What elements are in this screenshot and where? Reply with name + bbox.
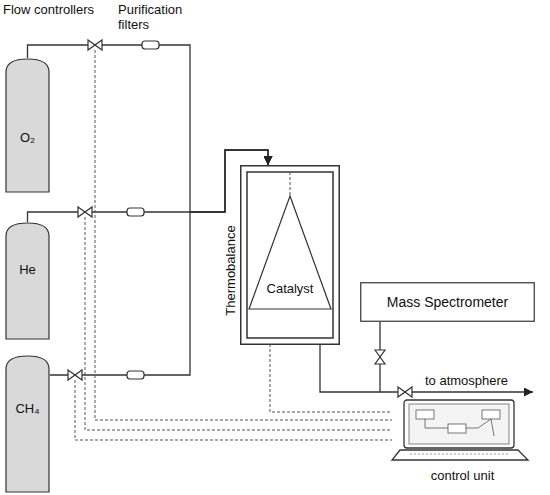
gas-cylinder-outline [5, 222, 50, 340]
control-wire [75, 50, 392, 440]
control-unit: control unit [390, 398, 535, 493]
node-text: Catalyst [267, 281, 314, 296]
gas-line [28, 45, 269, 212]
node-text: O₂ [20, 130, 35, 145]
vertical-label: Thermobalance [223, 225, 238, 315]
node-text: He [19, 262, 36, 277]
gas-line [50, 150, 268, 375]
purification-filter [127, 41, 159, 379]
gas-cylinder-outline [5, 355, 50, 493]
catalyst-triangle: Catalyst [248, 195, 332, 310]
gas-cylinder: CH₄ [5, 355, 50, 493]
node-text: CH₄ [15, 401, 39, 416]
text-holder: Mass Spectrometer [360, 282, 535, 322]
text-holder: Catalyst [248, 279, 332, 297]
control-wire [270, 345, 390, 412]
text-holder: O₂ [5, 128, 50, 146]
part-label: Purification filters [118, 2, 208, 32]
thermobalance-box: ThermobalanceCatalyst [240, 165, 340, 345]
node-text: Mass Spectrometer [387, 294, 508, 311]
gas-cylinder: He [5, 222, 50, 340]
node-text: control unit [431, 468, 495, 483]
gas-cylinder: O₂ [5, 58, 50, 193]
gas-line [28, 150, 269, 222]
flow-controller-valve [68, 40, 412, 397]
part-label: Flow controllers [3, 2, 113, 17]
text-holder: He [5, 260, 50, 278]
mass-spectrometer-box: Mass Spectrometer [360, 282, 535, 322]
outlet-label: to atmosphere [425, 373, 545, 388]
text-holder: control unit [390, 466, 535, 484]
text-holder: CH₄ [5, 399, 50, 417]
gas-cylinder-outline [5, 58, 50, 193]
